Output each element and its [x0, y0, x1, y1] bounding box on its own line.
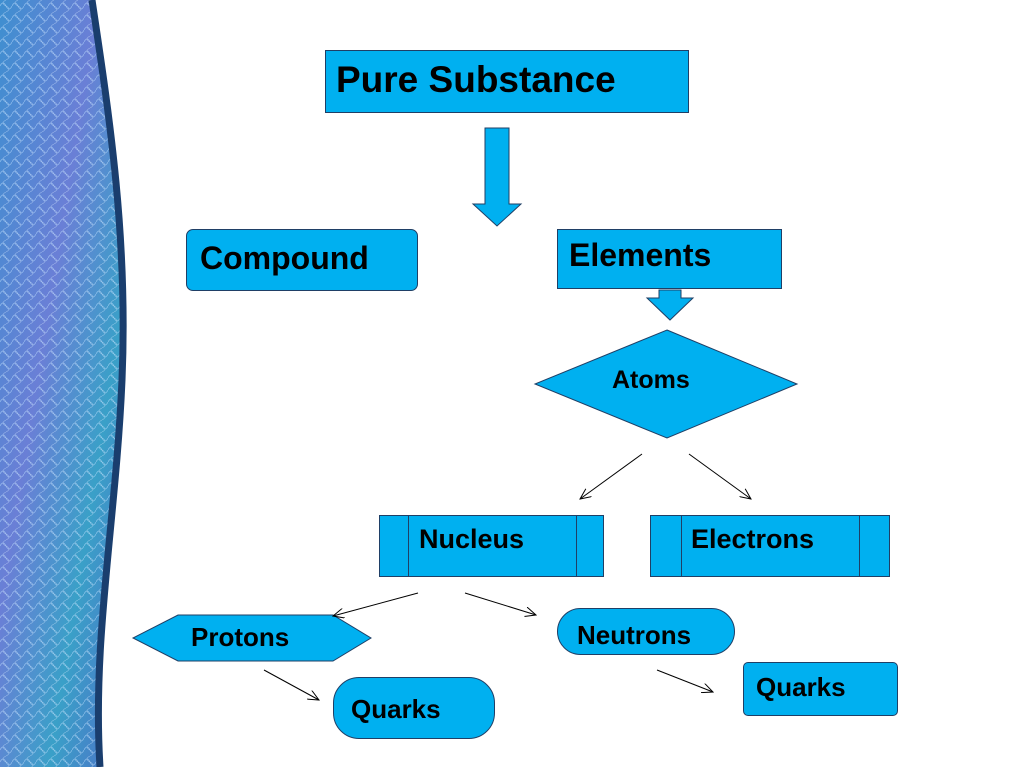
quarks-left-box: Quarks — [333, 677, 495, 739]
arrow-nucleus-to-protons — [333, 592, 419, 616]
quarks-left-label: Quarks — [351, 694, 441, 724]
electrons-box: Electrons — [650, 515, 890, 577]
protons-label: Protons — [191, 622, 290, 652]
arrow-atoms-to-nucleus — [580, 453, 643, 499]
compound-box: Compound — [186, 229, 418, 291]
pure-substance-box: Pure Substance — [325, 50, 689, 113]
electrons-label: Electrons — [691, 524, 815, 554]
block-arrow-elements — [645, 289, 695, 321]
nucleus-box: Nucleus — [379, 515, 604, 577]
neutrons-label: Neutrons — [577, 620, 692, 650]
electrons-left-bar — [681, 516, 682, 576]
nucleus-left-bar — [408, 516, 409, 576]
compound-label: Compound — [200, 240, 369, 276]
arrow-neutrons-to-quarks — [656, 669, 713, 692]
arrow-nucleus-to-neutrons — [464, 592, 536, 615]
atoms-diamond — [533, 329, 799, 439]
quarks-right-label: Quarks — [756, 672, 846, 702]
electrons-right-bar — [859, 516, 860, 576]
neutrons-box: Neutrons — [557, 608, 735, 655]
nucleus-label: Nucleus — [419, 524, 525, 554]
arrow-protons-to-quarks — [263, 669, 319, 700]
nucleus-right-bar — [576, 516, 577, 576]
elements-box: Elements — [557, 229, 782, 289]
decorative-sidebar — [0, 0, 127, 767]
elements-label: Elements — [569, 237, 712, 273]
arrow-atoms-to-electrons — [688, 453, 751, 499]
atoms-label: Atoms — [612, 366, 690, 394]
pure-substance-label: Pure Substance — [336, 59, 616, 100]
quarks-right-box: Quarks — [743, 662, 898, 716]
block-arrow-root — [471, 127, 523, 227]
